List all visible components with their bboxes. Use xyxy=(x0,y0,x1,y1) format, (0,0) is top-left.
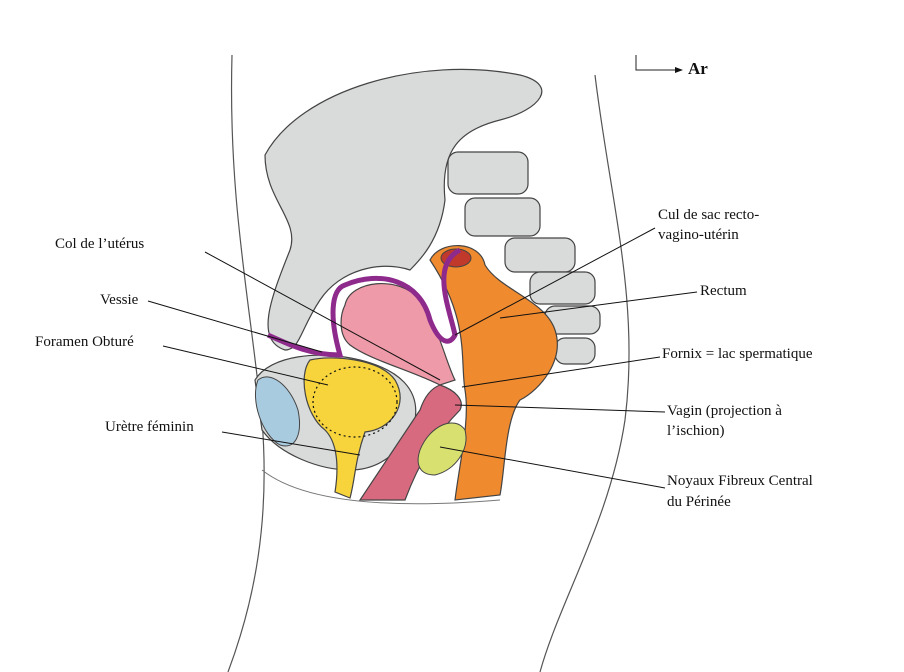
orientation-label: Ar xyxy=(688,59,708,78)
label-vagin-1: Vagin (projection à xyxy=(667,403,782,419)
label-vagin-2: l’ischion) xyxy=(667,423,725,439)
orientation-arrow xyxy=(635,55,675,71)
bladder xyxy=(303,357,401,499)
label-foramen: Foramen Obturé xyxy=(35,334,134,350)
label-cul-de-sac-1: Cul de sac recto- xyxy=(658,207,760,223)
body-outline-lower xyxy=(261,469,501,505)
body-outline xyxy=(227,54,265,672)
leader-lines xyxy=(147,227,698,489)
body-outline-back xyxy=(539,74,630,672)
arrow-head-icon xyxy=(675,67,683,73)
label-noyaux-1: Noyaux Fibreux Central xyxy=(667,473,813,489)
foramen-obturator-dotted xyxy=(312,366,398,438)
uterus xyxy=(340,282,456,386)
label-col-uterus: Col de l’utérus xyxy=(55,236,145,252)
label-uretre: Urètre féminin xyxy=(105,419,194,435)
label-vessie: Vessie xyxy=(100,292,139,308)
rectum xyxy=(429,245,558,501)
sacrum xyxy=(447,151,601,365)
label-fornix: Fornix = lac spermatique xyxy=(662,346,813,362)
label-rectum: Rectum xyxy=(700,283,747,299)
label-cul-de-sac-2: vagino-utérin xyxy=(658,227,739,243)
label-noyaux-2: du Périnée xyxy=(667,494,731,510)
peritoneum xyxy=(266,247,462,358)
obturator-area-blue xyxy=(254,376,300,447)
perineal-body xyxy=(417,422,467,476)
pelvic-bone xyxy=(264,68,543,351)
